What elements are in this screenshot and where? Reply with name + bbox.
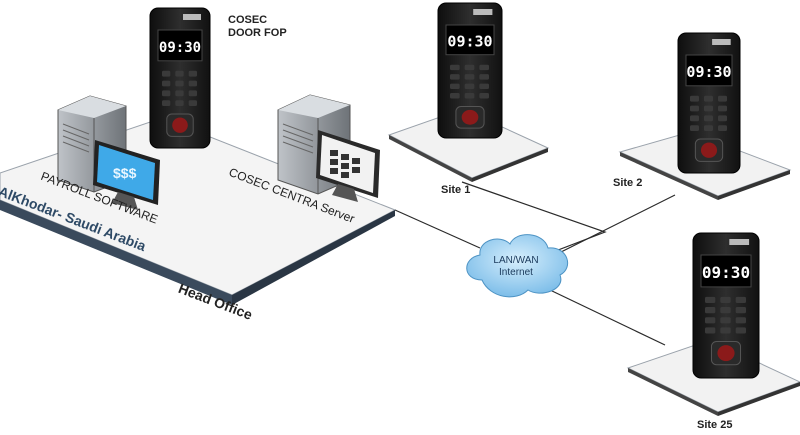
fingerprint-icon (717, 345, 735, 362)
keypad-key (735, 317, 746, 324)
keypad-key (718, 95, 727, 102)
keypad-key (479, 64, 489, 71)
keypad-key (188, 80, 197, 87)
device-screen (685, 54, 733, 87)
payroll-monitor-icon: $$$ (93, 140, 160, 210)
keypad-key (704, 95, 713, 102)
keypad-key (479, 93, 489, 99)
brand-logo-icon (712, 39, 731, 45)
head-office-device: 09:30 (149, 7, 211, 149)
link-head-office (394, 209, 481, 249)
keypad-key (690, 115, 699, 122)
server-monitor-icon (316, 130, 380, 202)
device-screen (157, 29, 203, 62)
fingerprint-icon (172, 117, 188, 133)
link-site-1 (461, 181, 607, 256)
site-1-label: Site 1 (441, 184, 471, 196)
keypad-key (705, 307, 716, 314)
keypad-key (464, 83, 475, 90)
keypad-key (464, 74, 475, 80)
keypad-key (720, 317, 731, 324)
site-25-label: Site 25 (697, 419, 733, 431)
head-device-label-line2: DOOR FOP (228, 27, 287, 39)
keypad-key (188, 70, 197, 77)
device-screen (445, 24, 495, 56)
network-label-line1: LAN/WAN (493, 255, 539, 266)
network-links (394, 181, 676, 346)
site-25-device: 09:30 (692, 232, 760, 379)
brand-logo-icon (183, 14, 201, 20)
keypad-key (479, 83, 489, 90)
keypad-key (188, 100, 197, 106)
keypad-key (704, 105, 713, 112)
keypad-key (735, 327, 746, 334)
keypad-key (690, 95, 699, 102)
link-site-25 (549, 289, 666, 346)
head-device-label: COSEC DOOR FOP (228, 14, 287, 40)
brand-logo-icon (473, 9, 493, 15)
keypad-key (450, 83, 460, 90)
keypad-key (735, 307, 746, 314)
keypad-key (464, 64, 475, 71)
keypad-key (175, 80, 184, 87)
device-time-text: 09:30 (447, 32, 492, 50)
head-device-label-line1: COSEC (228, 14, 268, 26)
devices-layer: 09:30 09:30 09:30 09:30 (149, 2, 760, 379)
keypad-key (690, 125, 699, 131)
keypad-key (690, 105, 699, 112)
server-screen-grid-icon (330, 150, 360, 178)
keypad-key (718, 105, 727, 112)
device-time-text: 09:30 (702, 263, 750, 282)
site-2-device: 09:30 (677, 32, 741, 174)
cloud-icon (466, 234, 569, 298)
keypad-key (705, 296, 716, 304)
fingerprint-icon (700, 142, 718, 158)
fingerprint-icon (461, 109, 479, 125)
device-time-text: 09:30 (159, 40, 201, 56)
keypad-key (162, 80, 171, 87)
keypad-key (704, 115, 713, 122)
keypad-key (718, 115, 727, 122)
payroll-screen-text: $$$ (113, 165, 137, 181)
network-cloud-label: LAN/WAN Internet (486, 255, 546, 279)
keypad-key (450, 74, 460, 80)
keypad-key (720, 327, 731, 334)
keypad-key (162, 90, 171, 97)
keypad-key (720, 307, 731, 314)
network-label-line2: Internet (499, 267, 533, 278)
keypad-key (464, 93, 475, 99)
keypad-key (735, 296, 746, 304)
keypad-key (162, 70, 171, 77)
brand-logo-icon (729, 239, 750, 245)
site-1-device: 09:30 (437, 2, 503, 139)
keypad-key (705, 327, 716, 334)
keypad-key (175, 90, 184, 97)
keypad-key (705, 317, 716, 324)
keypad-key (450, 64, 460, 71)
device-time-text: 09:30 (686, 63, 731, 81)
keypad-key (175, 100, 184, 106)
device-screen (700, 254, 752, 288)
keypad-key (188, 90, 197, 97)
keypad-key (704, 125, 713, 131)
keypad-key (175, 70, 184, 77)
keypad-key (720, 296, 731, 304)
site-2-label: Site 2 (613, 177, 643, 189)
keypad-key (479, 74, 489, 80)
link-site-2 (554, 194, 676, 256)
keypad-key (450, 93, 460, 99)
keypad-key (718, 125, 727, 131)
keypad-key (162, 100, 171, 106)
site-1-platform (387, 108, 550, 182)
